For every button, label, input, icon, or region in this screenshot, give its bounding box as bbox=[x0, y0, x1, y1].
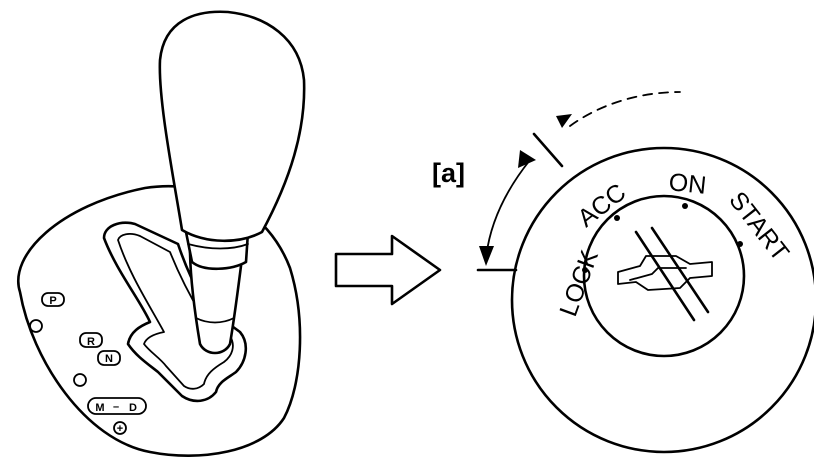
rotation-arrowhead-left bbox=[518, 150, 536, 168]
key-slot-icon bbox=[617, 226, 713, 322]
gate-dot-3 bbox=[113, 421, 127, 435]
rotation-arrowhead-bottom bbox=[479, 246, 494, 266]
svg-text:R: R bbox=[87, 336, 95, 348]
position-dot-start bbox=[737, 241, 743, 247]
gate-label-manual-drive: M – D bbox=[87, 397, 147, 415]
shift-knob bbox=[158, 10, 306, 243]
gate-label-reverse: R bbox=[79, 332, 103, 348]
ignition-label-on: ON bbox=[667, 168, 707, 200]
collar-ring-line bbox=[187, 243, 249, 250]
shaft-ring-line bbox=[195, 317, 235, 324]
rotation-arrowhead-right bbox=[556, 114, 572, 128]
shift-gate-slot-inner bbox=[117, 233, 234, 390]
position-dot-acc bbox=[614, 215, 620, 221]
gate-label-park: P bbox=[41, 292, 65, 307]
svg-text:N: N bbox=[105, 353, 113, 365]
svg-text:M: M bbox=[95, 402, 104, 414]
shift-lever-shaft bbox=[188, 246, 244, 355]
gear-shifter-illustration: P R N M – D + bbox=[17, 10, 306, 457]
shift-gate-slot bbox=[102, 221, 248, 403]
transition-arrow bbox=[334, 234, 442, 306]
svg-text:D: D bbox=[129, 402, 137, 414]
gate-dot-1 bbox=[29, 319, 43, 333]
gate-label-neutral: N bbox=[97, 350, 121, 366]
svg-text:–: – bbox=[113, 401, 119, 413]
svg-text:P: P bbox=[49, 295, 56, 307]
rotation-dashed-arc bbox=[569, 91, 681, 127]
position-dot-on bbox=[682, 203, 688, 209]
gate-dot-2 bbox=[73, 373, 87, 387]
position-dot-lock bbox=[582, 267, 588, 273]
ignition-switch-illustration: LOCK ACC ON START [a] bbox=[432, 91, 814, 454]
rotation-tick-top bbox=[532, 132, 564, 168]
rotation-angle-label: [a] bbox=[432, 158, 465, 188]
gate-label-plus: + bbox=[117, 423, 123, 435]
